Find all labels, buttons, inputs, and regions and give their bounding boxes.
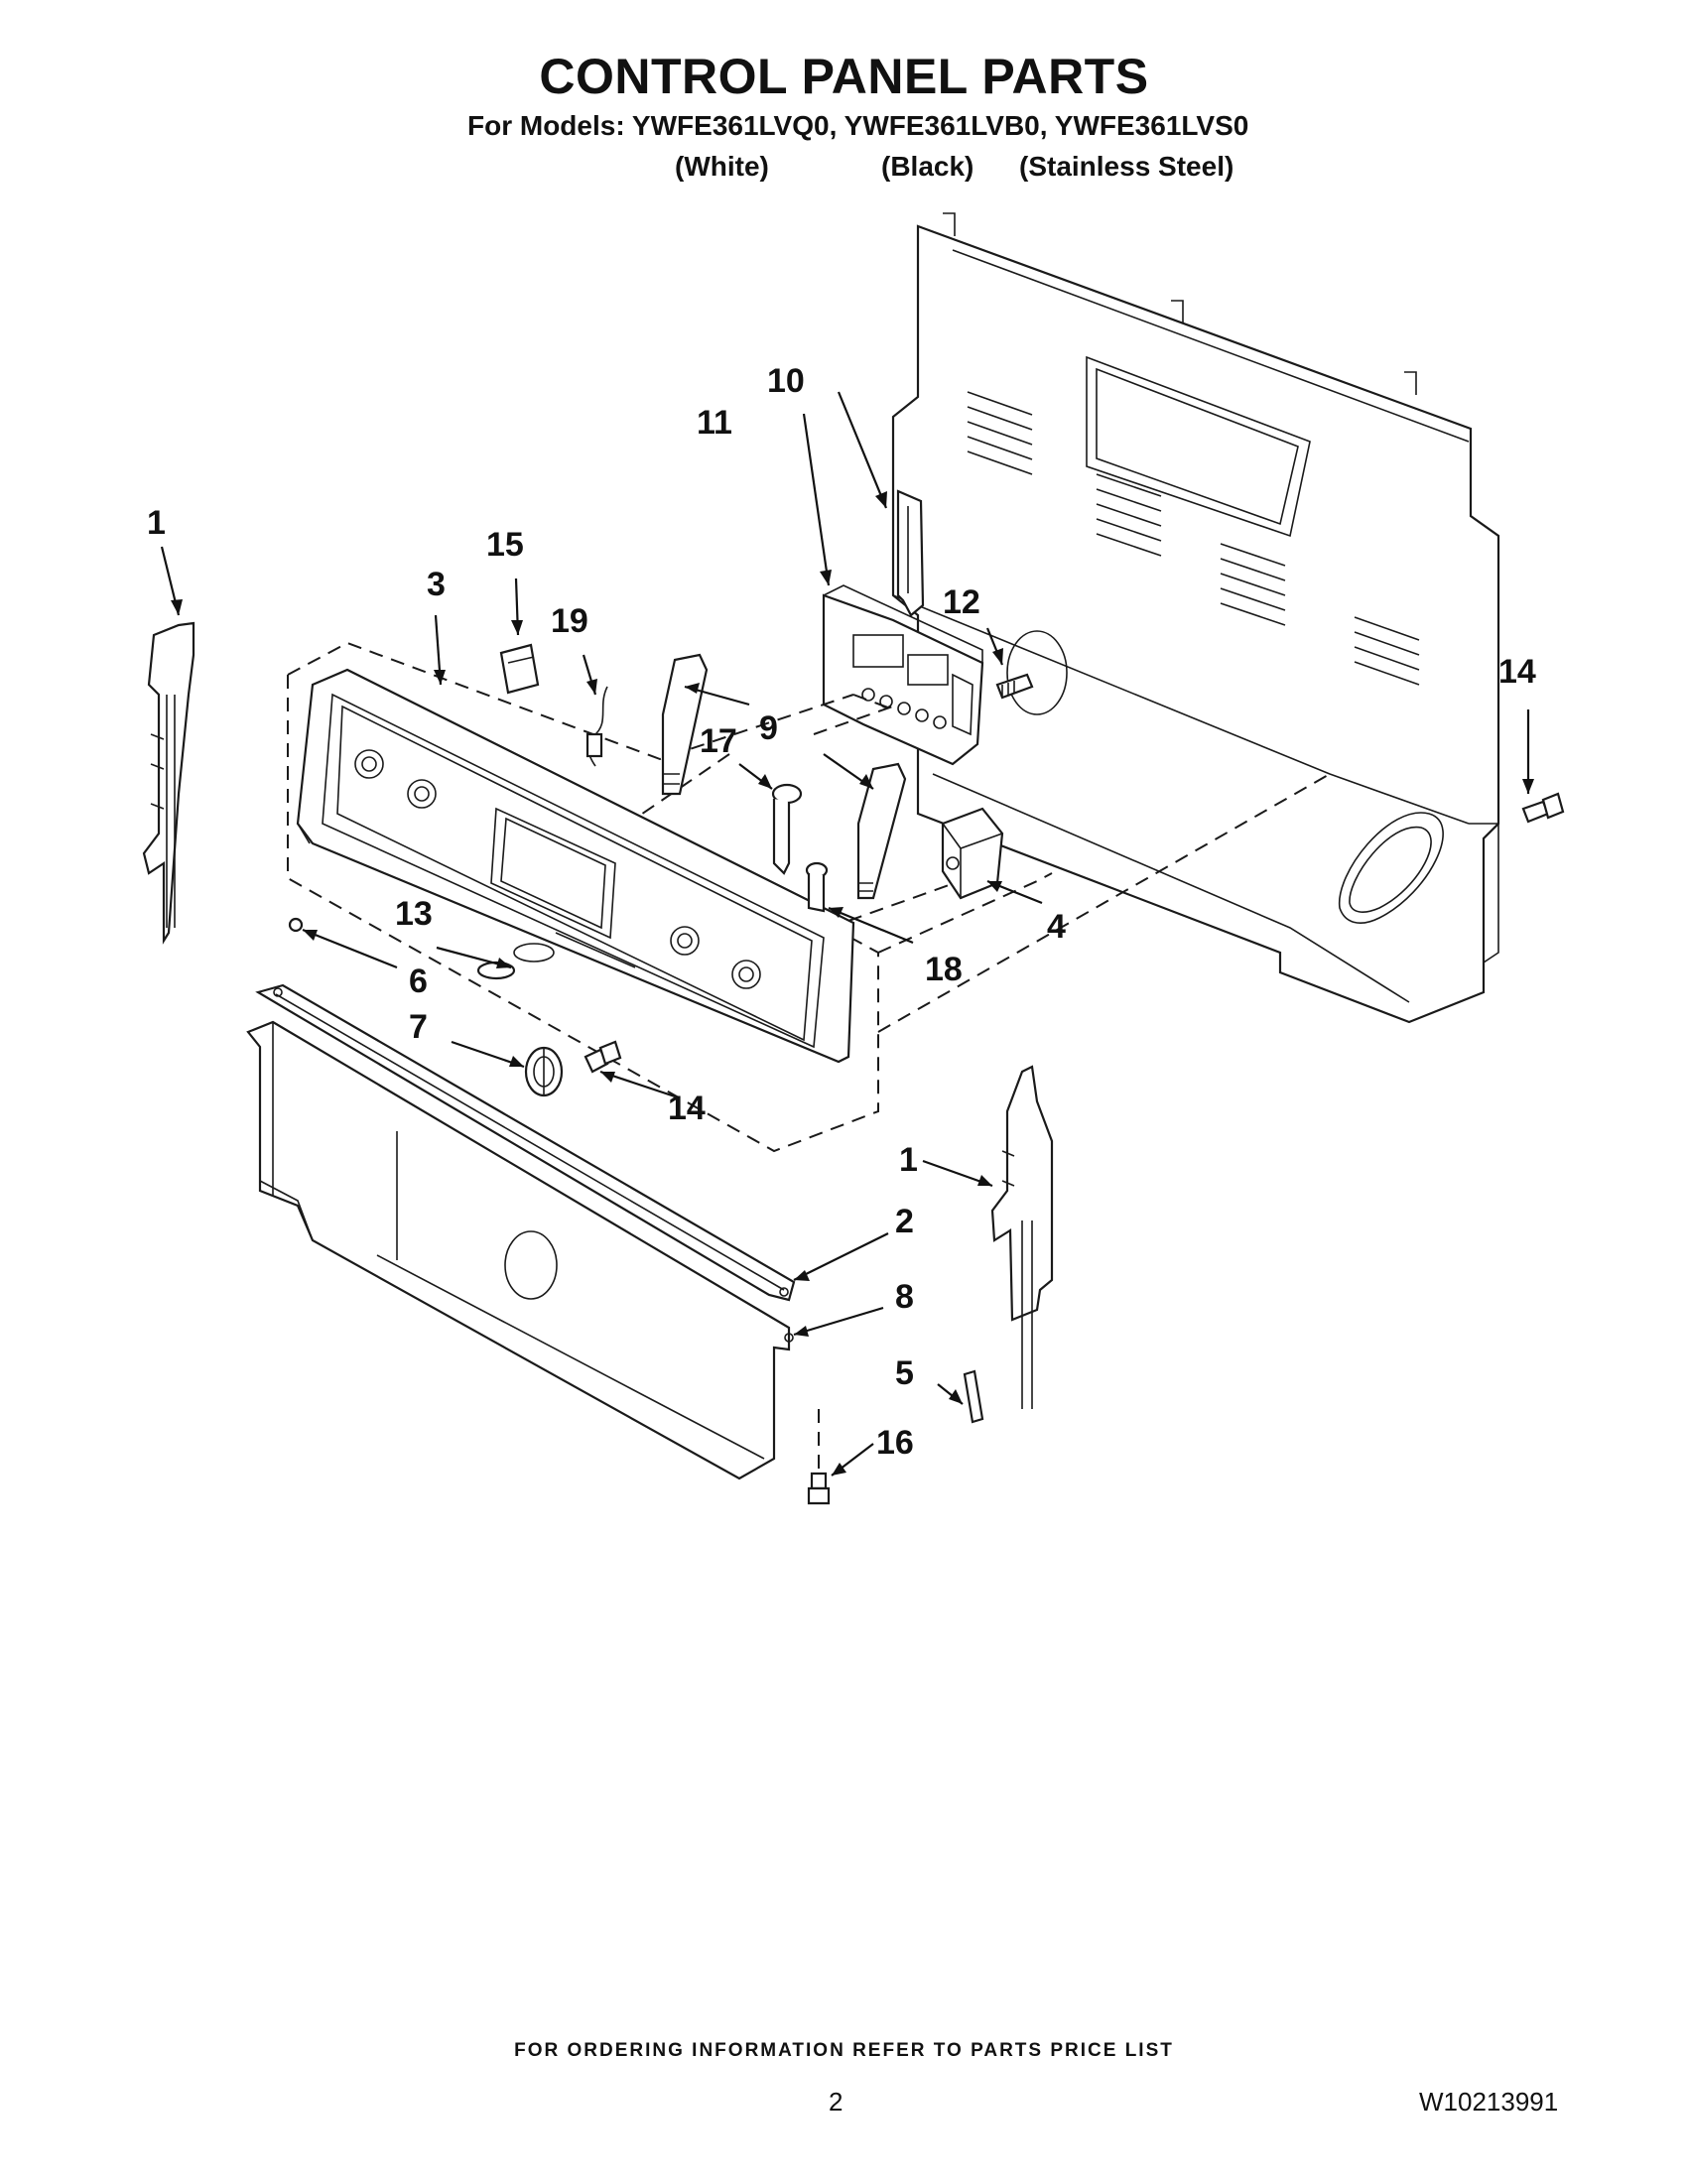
callout-14-left: 14 <box>668 1090 706 1127</box>
bracket-15 <box>499 643 540 695</box>
infinite-switch-4 <box>941 807 1004 900</box>
wire-harness-19 <box>585 686 608 767</box>
switch-17 <box>771 783 803 875</box>
screw-12 <box>995 673 1034 700</box>
callout-labels: 1 1 2 3 4 5 6 7 8 9 10 11 12 13 14 14 15… <box>147 362 1536 1462</box>
screw-6 <box>288 917 304 933</box>
callout-18: 18 <box>925 951 963 988</box>
callout-15: 15 <box>486 526 524 564</box>
electronic-control-board <box>822 584 984 766</box>
callout-9: 9 <box>759 709 778 747</box>
variant-black: (Black) <box>881 151 974 182</box>
callout-7: 7 <box>409 1008 428 1046</box>
callout-8: 8 <box>895 1278 914 1316</box>
lower-panel-8 <box>246 1020 794 1480</box>
callout-14-right: 14 <box>1498 653 1536 691</box>
callout-3: 3 <box>427 566 446 603</box>
callout-16: 16 <box>876 1424 914 1462</box>
callout-5: 5 <box>895 1354 914 1392</box>
trim-strip-2 <box>255 983 796 1302</box>
ordering-note: FOR ORDERING INFORMATION REFER TO PARTS … <box>514 2040 1174 2061</box>
switch-18 <box>805 861 829 913</box>
screw-14-right <box>1521 792 1565 824</box>
variant-white: (White) <box>675 151 769 182</box>
callout-13: 13 <box>395 895 433 933</box>
callout-6: 6 <box>409 963 428 1000</box>
models-line: For Models: YWFE361LVQ0, YWFE361LVB0, YW… <box>467 110 1249 141</box>
control-panel-console <box>296 668 855 1064</box>
leader-lines <box>160 391 1534 1477</box>
variant-stainless: (Stainless Steel) <box>1019 151 1234 182</box>
callout-17: 17 <box>700 722 737 760</box>
callout-1-left: 1 <box>147 504 166 542</box>
lens-13 <box>476 961 516 980</box>
screw-14-left <box>584 1040 622 1074</box>
callout-11: 11 <box>697 404 732 442</box>
page-title: CONTROL PANEL PARTS <box>539 49 1149 104</box>
callout-12: 12 <box>943 583 980 621</box>
end-cap-clip-right <box>856 762 907 900</box>
callout-2: 2 <box>895 1203 914 1240</box>
side-trim-right <box>990 1065 1054 1409</box>
side-trim-left <box>142 621 195 945</box>
control-knob-7 <box>524 1046 564 1097</box>
screw-16 <box>807 1409 831 1505</box>
page-number: 2 <box>829 2087 844 2117</box>
callout-19: 19 <box>551 602 588 640</box>
callout-1-right: 1 <box>899 1141 918 1179</box>
rear-console-panel <box>891 212 1500 1024</box>
callout-10: 10 <box>767 362 805 400</box>
callout-4: 4 <box>1047 908 1066 946</box>
clip-5 <box>963 1369 984 1424</box>
document-number: W10213991 <box>1419 2087 1559 2117</box>
